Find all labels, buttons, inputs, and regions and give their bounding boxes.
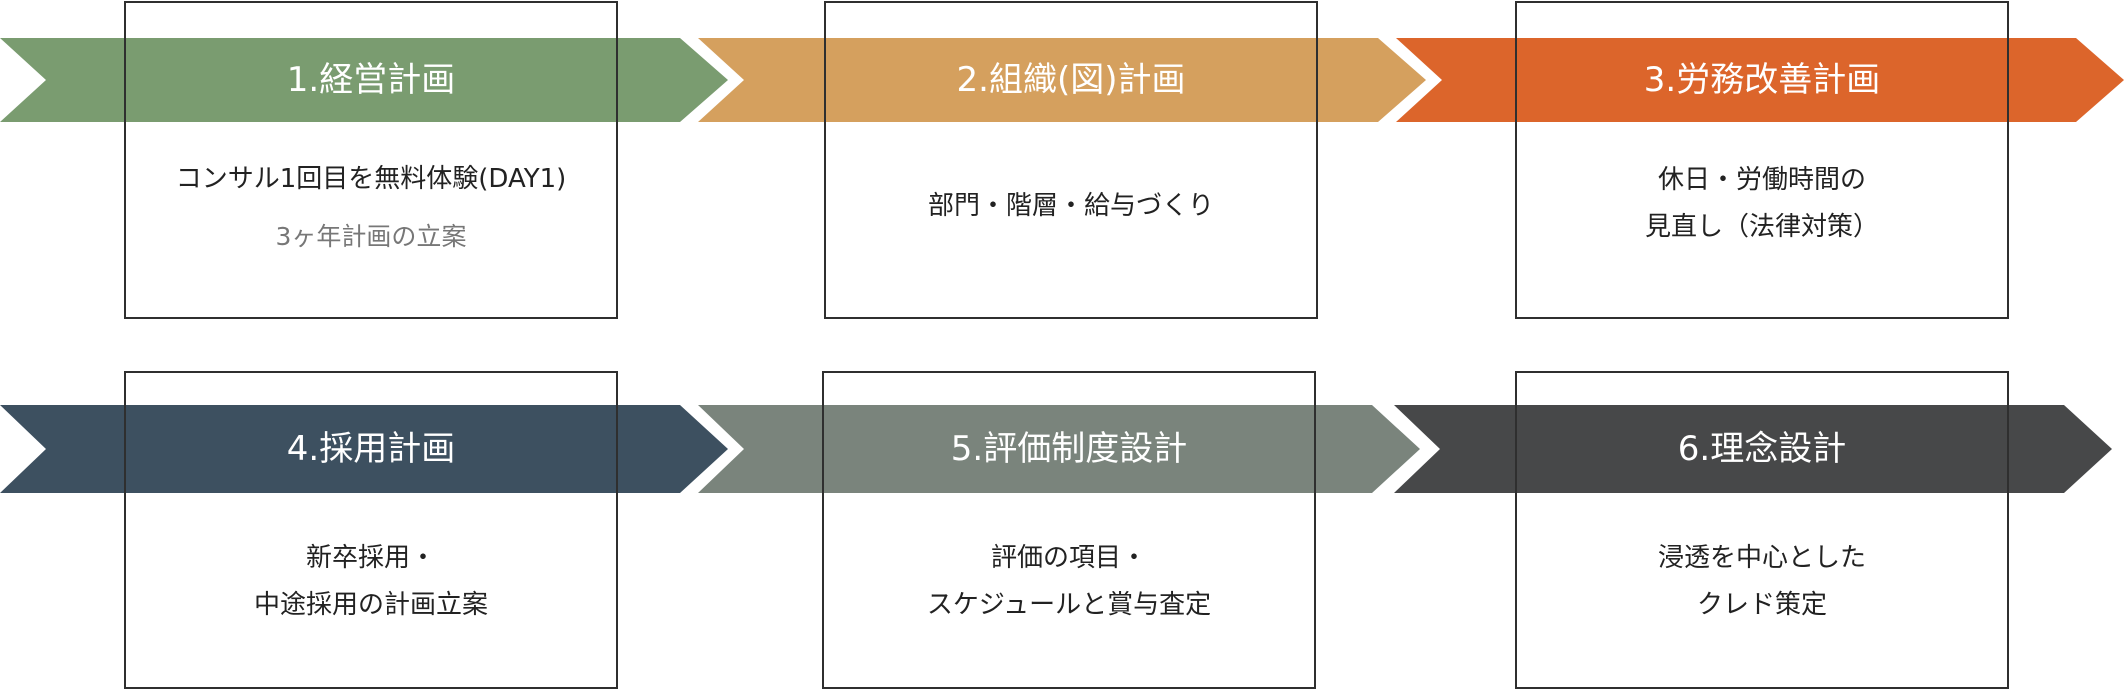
step-3-description: 休日・労働時間の 見直し（法律対策） <box>1515 157 2009 251</box>
step-3-box <box>1515 1 2009 319</box>
step-1-arrow <box>0 38 728 122</box>
step-6-title: 6.理念設計 <box>1677 429 1847 469</box>
step-2-description: 部門・階層・給与づくり <box>824 183 1318 230</box>
step-4-title: 4.採用計画 <box>286 429 456 469</box>
step-3-description-line-1: 休日・労働時間の <box>1657 165 1866 195</box>
step-1-title: 1.経営計画 <box>286 60 456 100</box>
step-5-description-line-1: 評価の項目・ <box>990 543 1147 573</box>
step-5-title: 5.評価制度設計 <box>950 429 1188 469</box>
step-4-description-line-1: 新卒採用・ <box>305 543 436 573</box>
step-5-description-line-2: スケジュールと賞与査定 <box>926 590 1212 620</box>
step-2-title: 2.組織(図)計画 <box>956 60 1186 100</box>
step-3-description-line-2: 見直し（法律対策） <box>1644 212 1879 242</box>
step-1-description-sub: 3ヶ年計画の立案 <box>275 222 467 251</box>
step-6-arrow <box>1394 405 2112 493</box>
step-4-description-line-2: 中途採用の計画立案 <box>253 590 488 620</box>
step-5-arrow <box>698 405 1420 493</box>
step-6-description-line-1: 浸透を中心とした <box>1657 543 1866 573</box>
step-5-description: 評価の項目・ スケジュールと賞与査定 <box>822 535 1316 629</box>
step-1-box <box>124 1 618 319</box>
step-4-box <box>124 371 618 689</box>
step-3-title: 3.労務改善計画 <box>1643 60 1881 100</box>
step-4-arrow <box>0 405 728 493</box>
step-6-description: 浸透を中心とした クレド策定 <box>1515 535 2009 629</box>
step-1-description-line: コンサル1回目を無料体験(DAY1) <box>175 164 567 194</box>
step-5-box <box>822 371 1316 689</box>
step-4-description: 新卒採用・ 中途採用の計画立案 <box>124 535 618 629</box>
step-2-description-line: 部門・階層・給与づくり <box>927 191 1214 221</box>
step-3-arrow <box>1396 38 2124 122</box>
step-6-box <box>1515 371 2009 689</box>
step-1-description: コンサル1回目を無料体験(DAY1) 3ヶ年計画の立案 <box>124 156 618 260</box>
step-2-box <box>824 1 1318 319</box>
step-2-arrow <box>698 38 1426 122</box>
step-6-description-line-2: クレド策定 <box>1696 590 1827 620</box>
